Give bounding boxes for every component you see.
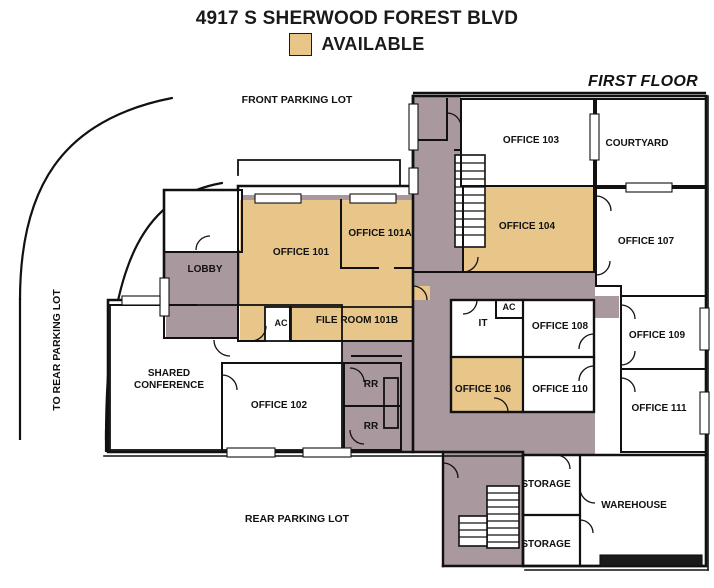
legend-available-label: AVAILABLE <box>321 34 425 54</box>
room-label-rr-lower: RR <box>364 421 379 432</box>
doors <box>195 112 636 534</box>
room-label-office-104: OFFICE 104 <box>499 221 556 232</box>
exterior-label-rear-parking-lot: REAR PARKING LOT <box>245 513 350 525</box>
legend: AVAILABLE <box>0 33 714 56</box>
windows <box>121 103 710 567</box>
room-label-ac-center: AC <box>503 302 516 312</box>
room-label-ac-upper: AC <box>275 318 288 328</box>
page-title: 4917 S SHERWOOD FOREST BLVD <box>195 8 519 29</box>
room-label-office-102: OFFICE 102 <box>251 400 308 411</box>
room-label-file-room-101b: FILE ROOM 101B <box>316 315 398 326</box>
room-label-storage-lower: STORAGE <box>521 539 571 550</box>
room-label-office-111: OFFICE 111 <box>631 403 686 414</box>
stair-lower <box>458 485 520 549</box>
exterior-label-front-parking-lot: FRONT PARKING LOT <box>242 94 353 106</box>
room-label-office-103: OFFICE 103 <box>503 135 560 146</box>
room-label-office-101a: OFFICE 101A <box>348 228 411 239</box>
stair-upper <box>454 154 486 248</box>
room-label-office-109: OFFICE 109 <box>629 330 686 341</box>
exterior-label-to-rear-parking-lot: TO REAR PARKING LOT <box>51 289 63 411</box>
walls <box>103 94 709 571</box>
room-labels: LOBBY OFFICE 101 OFFICE 101A FILE ROOM 101B… <box>134 135 687 550</box>
exterior-labels: FRONT PARKING LOT REAR PARKING LOT TO REAR… <box>51 94 353 525</box>
room-label-warehouse: WAREHOUSE <box>601 500 667 511</box>
room-label-courtyard: COURTYARD <box>606 138 669 149</box>
room-label-rr-upper: RR <box>364 379 379 390</box>
room-label-office-107: OFFICE 107 <box>618 236 675 247</box>
room-label-office-101: OFFICE 101 <box>273 247 330 258</box>
floor-label: FIRST FLOOR <box>588 73 698 90</box>
room-label-office-108: OFFICE 108 <box>532 321 589 332</box>
legend-available-swatch <box>289 33 313 56</box>
room-label-office-106: OFFICE 106 <box>455 384 512 395</box>
room-label-storage-upper: STORAGE <box>521 479 571 490</box>
room-label-it: IT <box>479 318 488 329</box>
room-label-lobby: LOBBY <box>188 264 223 275</box>
room-label-office-110: OFFICE 110 <box>532 384 588 395</box>
